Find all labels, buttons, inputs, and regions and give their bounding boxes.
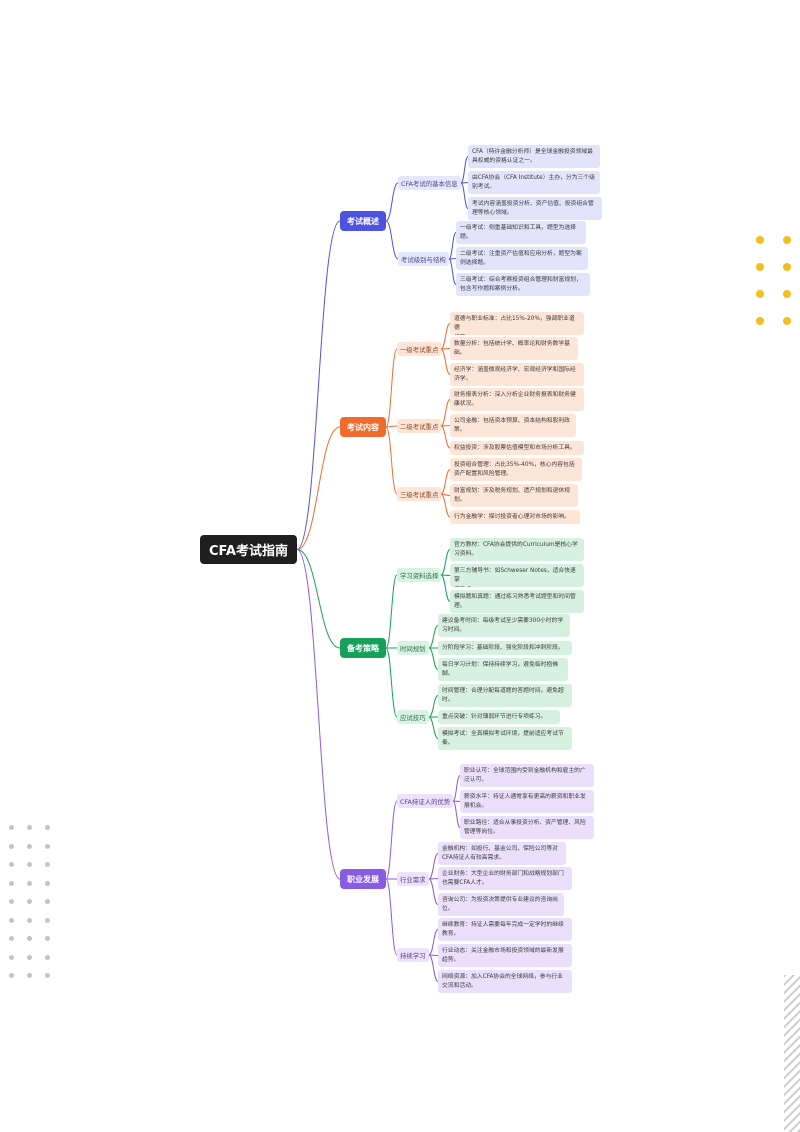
connector [440, 493, 451, 518]
connector [428, 878, 439, 880]
connector [428, 647, 439, 670]
connector [385, 425, 398, 428]
leaf-item[interactable]: 经济学：涵盖微观经济学、宏观经济学和国际经 济学。 [450, 363, 584, 386]
subtopic-exam-tips[interactable]: 应试技巧 [397, 710, 429, 724]
leaf-item[interactable]: 建议备考时间：每级考试至少需要300小时的学 习时间。 [438, 614, 570, 637]
leaf-item[interactable]: 网络资源：加入CFA协会的全球网络，参与行业 交流和活动。 [438, 970, 572, 993]
leaf-item[interactable]: 官方教材：CFA协会提供的Curriculum是核心学 习资料。 [450, 538, 584, 561]
connector [385, 348, 398, 428]
leaf-item[interactable]: 分阶段学习：基础阶段、强化阶段和冲刺阶段。 [438, 641, 572, 655]
leaf-item[interactable]: 模拟题和真题：通过练习熟悉考试题型和时间管 理。 [450, 590, 584, 613]
connector [428, 954, 439, 956]
leaf-item[interactable]: 重点突破：针对薄弱环节进行专项练习。 [438, 710, 560, 724]
leaf-item[interactable]: 行业动态：关注金融市场和投资领域的最新发展 趋势。 [438, 944, 572, 967]
leaf-item[interactable]: 数量分析：包括统计学、概率论和财务数学基 础。 [450, 337, 578, 360]
connector [452, 800, 461, 828]
connector [448, 232, 457, 260]
subtopic-level2-focus[interactable]: 二级考试重点 [397, 419, 442, 433]
leaf-item[interactable]: 一级考试：侧重基础知识和工具，题型为选择 题。 [456, 221, 586, 244]
subtopic-continuing-learning[interactable]: 持续学习 [397, 948, 429, 962]
leaf-item[interactable]: 投资组合管理：占比35%-40%，核心内容包括 资产配置和风险管理。 [450, 458, 582, 481]
category-prep-strategy[interactable]: 备考策略 [340, 638, 386, 658]
connector [296, 549, 341, 649]
subtopic-level3-focus[interactable]: 三级考试重点 [397, 487, 442, 501]
connector [460, 182, 469, 209]
leaf-item[interactable]: 由CFA协会（CFA Institute）主办，分为三个级 别考试。 [468, 171, 600, 194]
leaf-item[interactable]: 考试内容涵盖投资分析、资产估值、投资组合管 理等核心领域。 [468, 197, 602, 220]
subtopic-holder-advantages[interactable]: CFA持证人的优势 [397, 794, 454, 808]
connector [440, 574, 451, 576]
connector [440, 348, 451, 350]
connector [448, 258, 457, 260]
connector [296, 549, 341, 880]
root-topic[interactable]: CFA考试指南 [200, 535, 297, 564]
connector [440, 399, 451, 427]
subtopic-basic-info[interactable]: CFA考试的基本信息 [398, 176, 461, 190]
connector [460, 182, 469, 184]
leaf-item[interactable]: 公司金融：包括资本预算、资本结构和股利政 策。 [450, 414, 576, 437]
connector [452, 775, 461, 802]
leaf-item[interactable]: 行为金融学：探讨投资者心理对市场的影响。 [450, 510, 580, 524]
connector [440, 469, 451, 495]
leaf-item[interactable]: 每日学习计划：保持持续学习，避免临时抱佛 脚。 [438, 658, 568, 681]
connector [440, 425, 451, 427]
leaf-item[interactable]: 时间管理：合理分配每道题的答题时间，避免超 时。 [438, 684, 572, 707]
connector [428, 716, 439, 739]
connector [385, 574, 398, 649]
leaf-item[interactable]: 咨询公司：为投资决策提供专业建议的咨询岗 位。 [438, 893, 564, 916]
leaf-item[interactable]: 职业路径：适合从事投资分析、资产管理、风险 管理等岗位。 [460, 816, 594, 839]
connector [296, 220, 341, 550]
connector [385, 220, 399, 260]
connector [428, 853, 439, 880]
subtopic-time-plan[interactable]: 时间规划 [397, 641, 429, 655]
connector [385, 800, 398, 880]
subtopic-study-materials[interactable]: 学习资料选择 [397, 568, 442, 582]
category-career[interactable]: 职业发展 [340, 869, 386, 889]
connector [448, 258, 457, 285]
leaf-item[interactable]: 第三方辅导书：如Schweser Notes，适合快速掌 握重点。 [450, 564, 584, 587]
connector [440, 549, 451, 576]
leaf-item[interactable]: 权益投资：涉及股票估值模型和市场分析工具。 [450, 441, 584, 455]
connector [428, 625, 439, 649]
connector [440, 348, 451, 375]
connector [428, 954, 439, 982]
connector [428, 878, 439, 905]
leaf-item[interactable]: 继续教育：持证人需要每年完成一定学时的继续 教育。 [438, 918, 572, 941]
leaf-item[interactable]: 财务报表分析：深入分析企业财务报表和财务健 康状况。 [450, 388, 584, 411]
leaf-item[interactable]: 二级考试：注重资产估值和应用分析，题型为案 例选择题。 [456, 247, 588, 270]
decor-hatch-stripes [784, 975, 800, 1132]
leaf-item[interactable]: CFA（特许金融分析师）是全球金融投资领域最 具权威的资格认证之一。 [468, 145, 600, 168]
connector [440, 493, 451, 496]
connector [385, 182, 399, 222]
leaf-item[interactable]: 金融机构：如投行、基金公司、保险公司等对 CFA持证人有较高需求。 [438, 842, 566, 865]
connector [440, 425, 451, 449]
leaf-item[interactable]: 模拟考试：全真模拟考试环境，提前适应考试节 奏。 [438, 727, 572, 750]
leaf-item[interactable]: 三级考试：综合考察投资组合管理和财富规划， 包含写作题和案例分析。 [456, 273, 590, 296]
subtopic-level1-focus[interactable]: 一级考试重点 [397, 342, 442, 356]
category-exam-content[interactable]: 考试内容 [340, 417, 386, 437]
connector [385, 647, 398, 718]
connector [385, 426, 398, 495]
leaf-item[interactable]: 道德与职业标准：占比15%-20%，强调职业道德 规范。 [450, 312, 584, 335]
connector [428, 929, 439, 956]
connector [296, 426, 341, 550]
connector [452, 800, 461, 802]
leaf-item[interactable]: 企业财务：大型企业的财务部门和战略规划部门 也需要CFA人才。 [438, 867, 572, 890]
leaf-item[interactable]: 职业认可：全球范围内受到金融机构和雇主的广 泛认可。 [460, 764, 594, 787]
leaf-item[interactable]: 财富规划：涉及税务规划、遗产规划和退休规 划。 [450, 484, 578, 507]
subtopic-levels-structure[interactable]: 考试级别与结构 [398, 252, 449, 266]
subtopic-industry-demand[interactable]: 行业需求 [397, 872, 429, 886]
connector [440, 574, 451, 602]
connector [460, 156, 469, 184]
leaf-item[interactable]: 薪资水平：持证人通常享有更高的薪资和职业发 展机会。 [460, 790, 594, 813]
connector [440, 323, 451, 350]
category-exam-overview[interactable]: 考试概述 [340, 211, 386, 231]
connector [385, 878, 398, 956]
connector [428, 695, 439, 718]
